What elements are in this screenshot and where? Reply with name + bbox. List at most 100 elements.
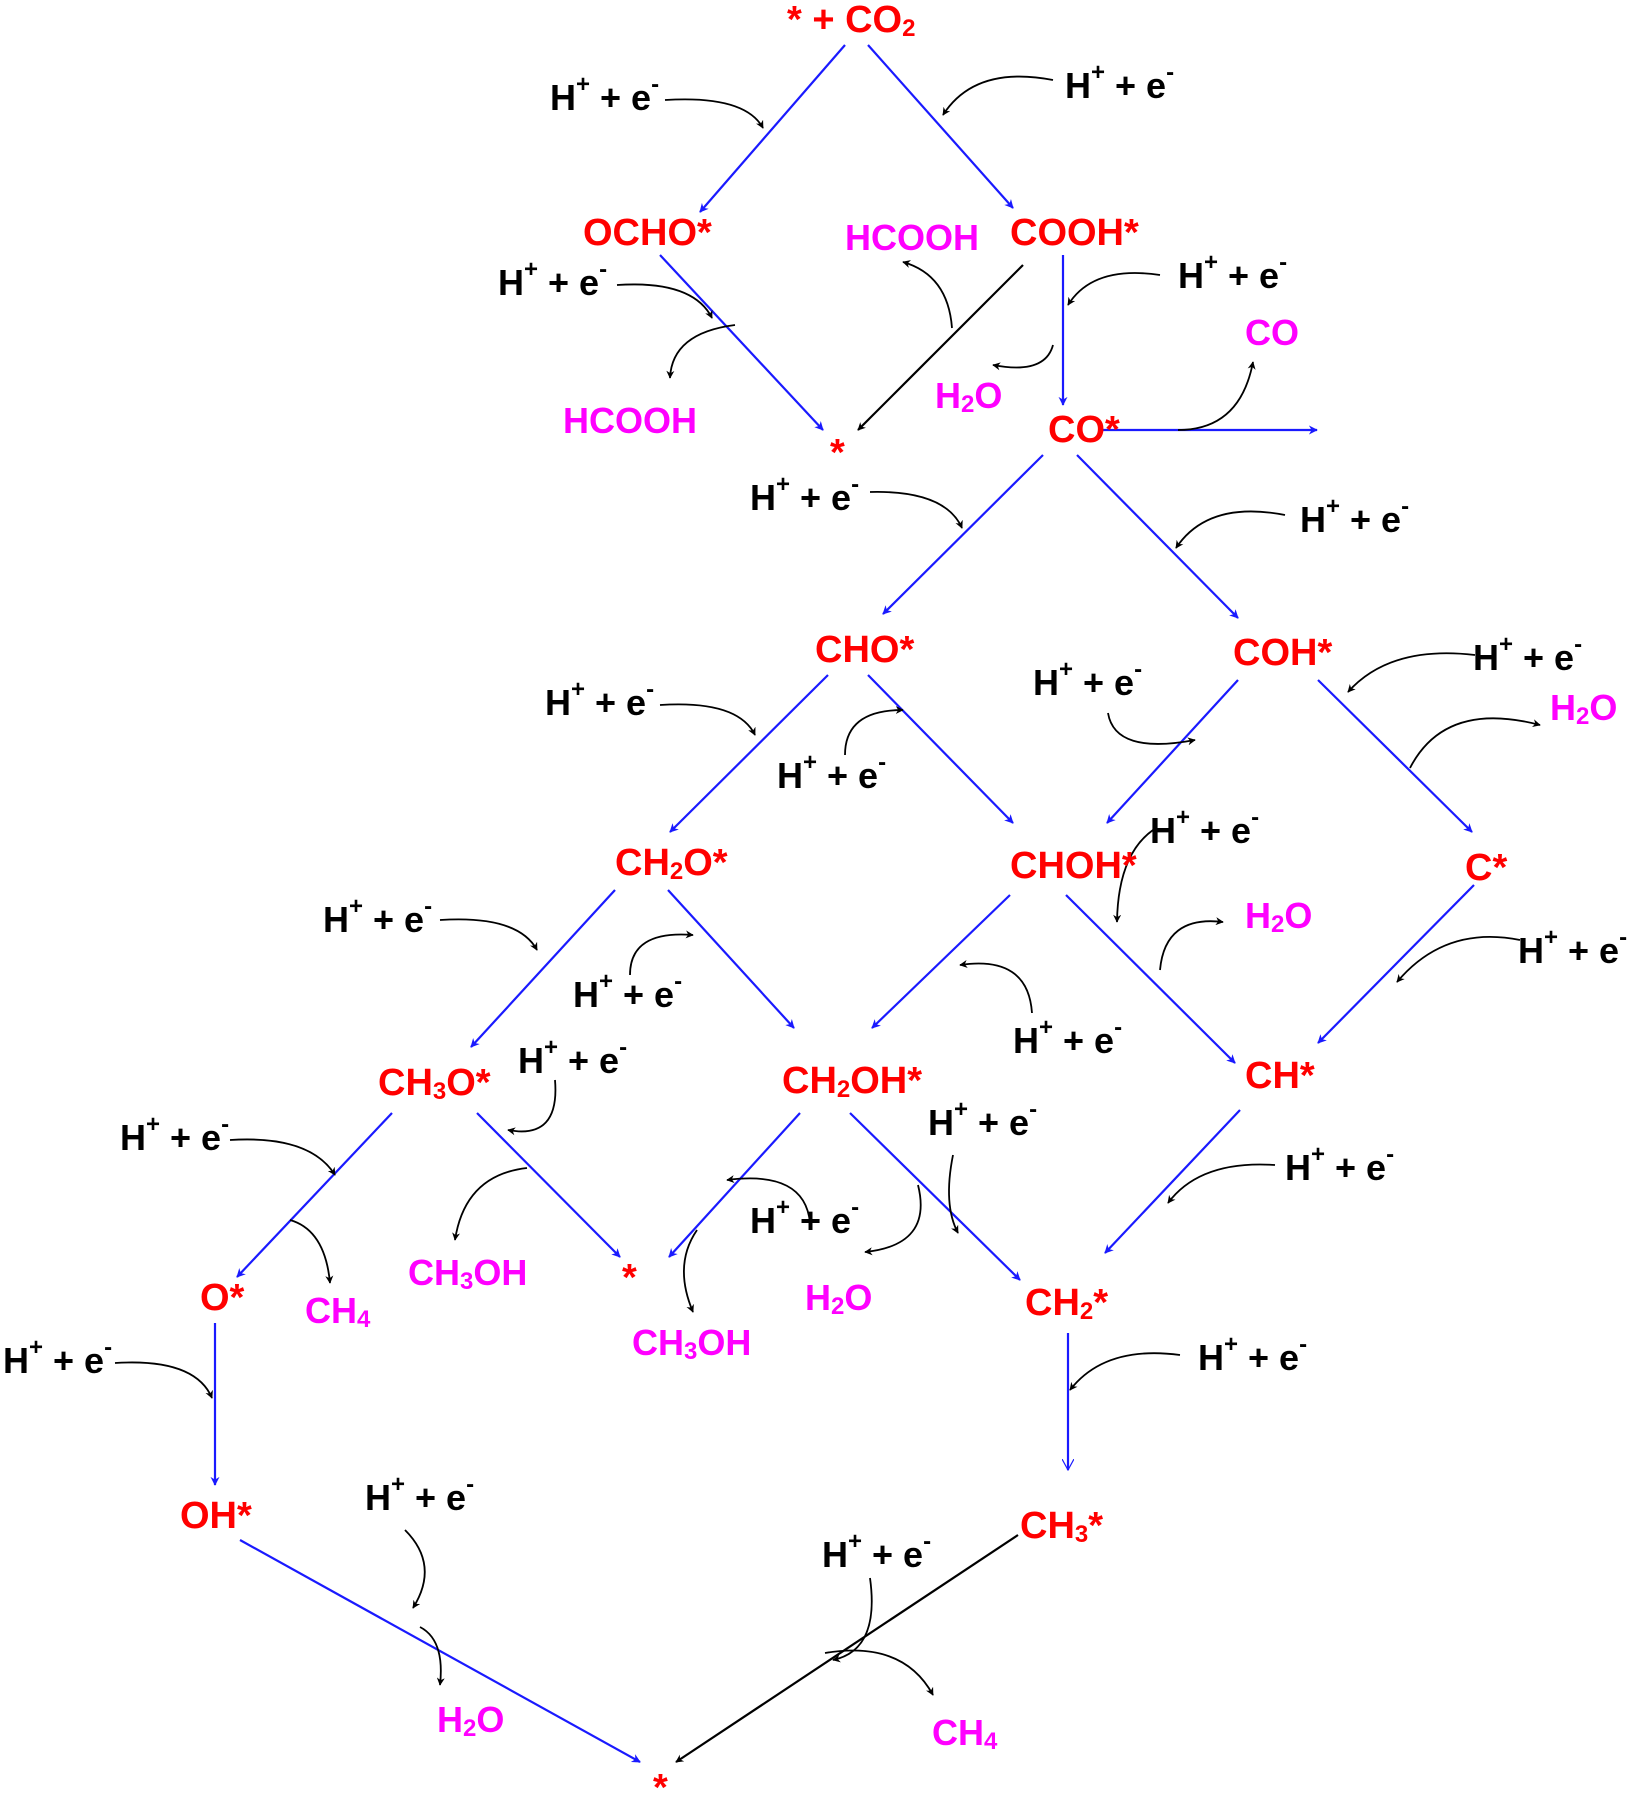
reagent-proton-electron: H+ + e-	[120, 1111, 229, 1157]
reagent-proton-electron: H+ + e-	[822, 1528, 931, 1574]
species-co: CO*	[1048, 409, 1120, 451]
reagent-proton-electron: H+ + e-	[928, 1096, 1037, 1142]
reagent-proton-electron: H+ + e-	[1013, 1014, 1122, 1060]
curve-reagent-in	[629, 930, 694, 976]
reagent-proton-electron: H+ + e-	[1198, 1331, 1307, 1377]
species-ch3o: CH3O*	[378, 1062, 491, 1105]
species-oh: OH*	[180, 1495, 252, 1537]
species-c: C*	[1465, 847, 1507, 889]
curve-reagent-in	[726, 1175, 811, 1224]
curve-reagent-in	[1069, 1352, 1181, 1391]
species-coh: COH*	[1233, 632, 1332, 674]
arrow-co-to-cho	[882, 454, 1044, 615]
species-ocho: OCHO*	[583, 212, 712, 254]
species-ch: CH*	[1245, 1055, 1315, 1097]
curve-reagent-in	[832, 1577, 873, 1663]
curve-product-out	[1409, 717, 1541, 769]
curve-reagent-in	[664, 98, 764, 129]
reagent-proton-electron: H+ + e-	[498, 256, 607, 302]
curve-reagent-in	[844, 706, 904, 756]
species-empty-site: *	[653, 1767, 668, 1801]
curve-reagent-in	[869, 491, 963, 529]
curve-reagent-in	[1396, 936, 1521, 983]
product-h2o: H2O	[1245, 895, 1312, 939]
reagent-proton-electron: H+ + e-	[1033, 656, 1142, 702]
curve-reagent-in	[114, 1361, 213, 1399]
curve-reagent-in	[659, 703, 756, 736]
arrow-ch3o-to-o	[236, 1112, 393, 1278]
arrow-oh-to-star	[239, 1539, 641, 1763]
product-hcooh: HCOOH	[563, 400, 697, 441]
arrow-choh-to-ch2oh	[871, 894, 1011, 1029]
species-choh: CHOH*	[1010, 845, 1137, 887]
reagent-proton-electron: H+ + e-	[573, 968, 682, 1014]
arrow-ch3-to-star	[675, 1534, 1019, 1763]
curve-product-out	[666, 324, 736, 379]
species-empty-site: *	[622, 1257, 637, 1299]
product-hcooh: HCOOH	[845, 217, 979, 258]
curve-product-out	[864, 1184, 922, 1256]
curve-reagent-in	[1107, 712, 1196, 746]
reagent-proton-electron: H+ + e-	[1178, 249, 1287, 295]
arrow-ch2oh-to-star	[668, 1112, 801, 1258]
reagent-proton-electron: H+ + e-	[545, 676, 654, 722]
product-h2o: H2O	[1550, 687, 1617, 731]
reagent-proton-electron: H+ + e-	[518, 1034, 627, 1080]
curve-product-out	[824, 1649, 934, 1696]
curve-product-out	[1159, 917, 1224, 971]
curve-product-out	[1177, 361, 1256, 431]
curve-product-out	[289, 1219, 334, 1284]
curve-product-out	[902, 260, 953, 329]
reagent-proton-electron: H+ + e-	[1285, 1141, 1394, 1187]
reagent-proton-electron: H+ + e-	[3, 1334, 112, 1380]
curve-reagent-in	[439, 918, 538, 951]
reagent-proton-electron: H+ + e-	[1065, 59, 1174, 105]
curve-reagent-in	[616, 283, 713, 319]
arrow-cho-to-ch2o	[669, 674, 829, 833]
curve-reagent-in	[1067, 272, 1161, 306]
reagent-proton-electron: H+ + e-	[1473, 631, 1582, 677]
curve-product-out	[419, 1626, 445, 1686]
reagent-proton-electron: H+ + e-	[1518, 924, 1627, 970]
arrow-coh-to-c	[1317, 679, 1473, 833]
species-cho: CHO*	[815, 629, 914, 671]
curve-reagent-in	[948, 1154, 959, 1234]
arrow-cho-to-choh	[867, 674, 1014, 824]
curve-reagent-in	[1175, 510, 1286, 549]
reagent-proton-electron: H+ + e-	[1300, 493, 1409, 539]
arrow-choh-to-ch	[1065, 894, 1236, 1064]
product-h2o: H2O	[935, 375, 1002, 419]
species-co2-start: * + CO2	[787, 0, 915, 42]
arrow-co2-to-ocho	[699, 44, 846, 213]
product-ch4: CH4	[932, 1712, 998, 1756]
curve-product-out	[452, 1167, 528, 1241]
species-ch2oh: CH2OH*	[782, 1060, 922, 1103]
arrow-ch3o-to-star	[476, 1112, 621, 1258]
arrow-ch2o-to-ch2oh	[667, 889, 795, 1029]
product-ch4: CH4	[305, 1290, 371, 1334]
arrow-ch-to-ch2	[1104, 1109, 1241, 1254]
product-h2o: H2O	[437, 1699, 504, 1743]
curve-reagent-in	[1347, 652, 1476, 693]
product-ch3oh: CH3OH	[632, 1322, 751, 1366]
reagent-proton-electron: H+ + e-	[777, 749, 886, 795]
reagent-proton-electron: H+ + e-	[323, 893, 432, 939]
reagent-proton-electron: H+ + e-	[1150, 804, 1259, 850]
arrow-c-to-ch	[1317, 884, 1475, 1044]
curve-reagent-in	[1167, 1163, 1276, 1204]
arrow-cooh-to-star	[857, 264, 1024, 431]
curve-reagent-in	[404, 1529, 426, 1609]
curve-reagent-in	[507, 1079, 557, 1136]
species-ch3: CH3*	[1020, 1505, 1103, 1548]
species-cooh: COOH*	[1010, 212, 1139, 254]
species-o: O*	[200, 1277, 245, 1319]
reagent-proton-electron: H+ + e-	[365, 1471, 474, 1517]
product-h2o: H2O	[805, 1277, 872, 1321]
arrow-ch2oh-to-ch2	[849, 1112, 1021, 1281]
arrow-co2-to-cooh	[867, 44, 1014, 209]
arrow-co-to-coh	[1076, 454, 1239, 619]
reagent-proton-electron: H+ + e-	[750, 1194, 859, 1240]
species-ch2: CH2*	[1025, 1282, 1108, 1325]
